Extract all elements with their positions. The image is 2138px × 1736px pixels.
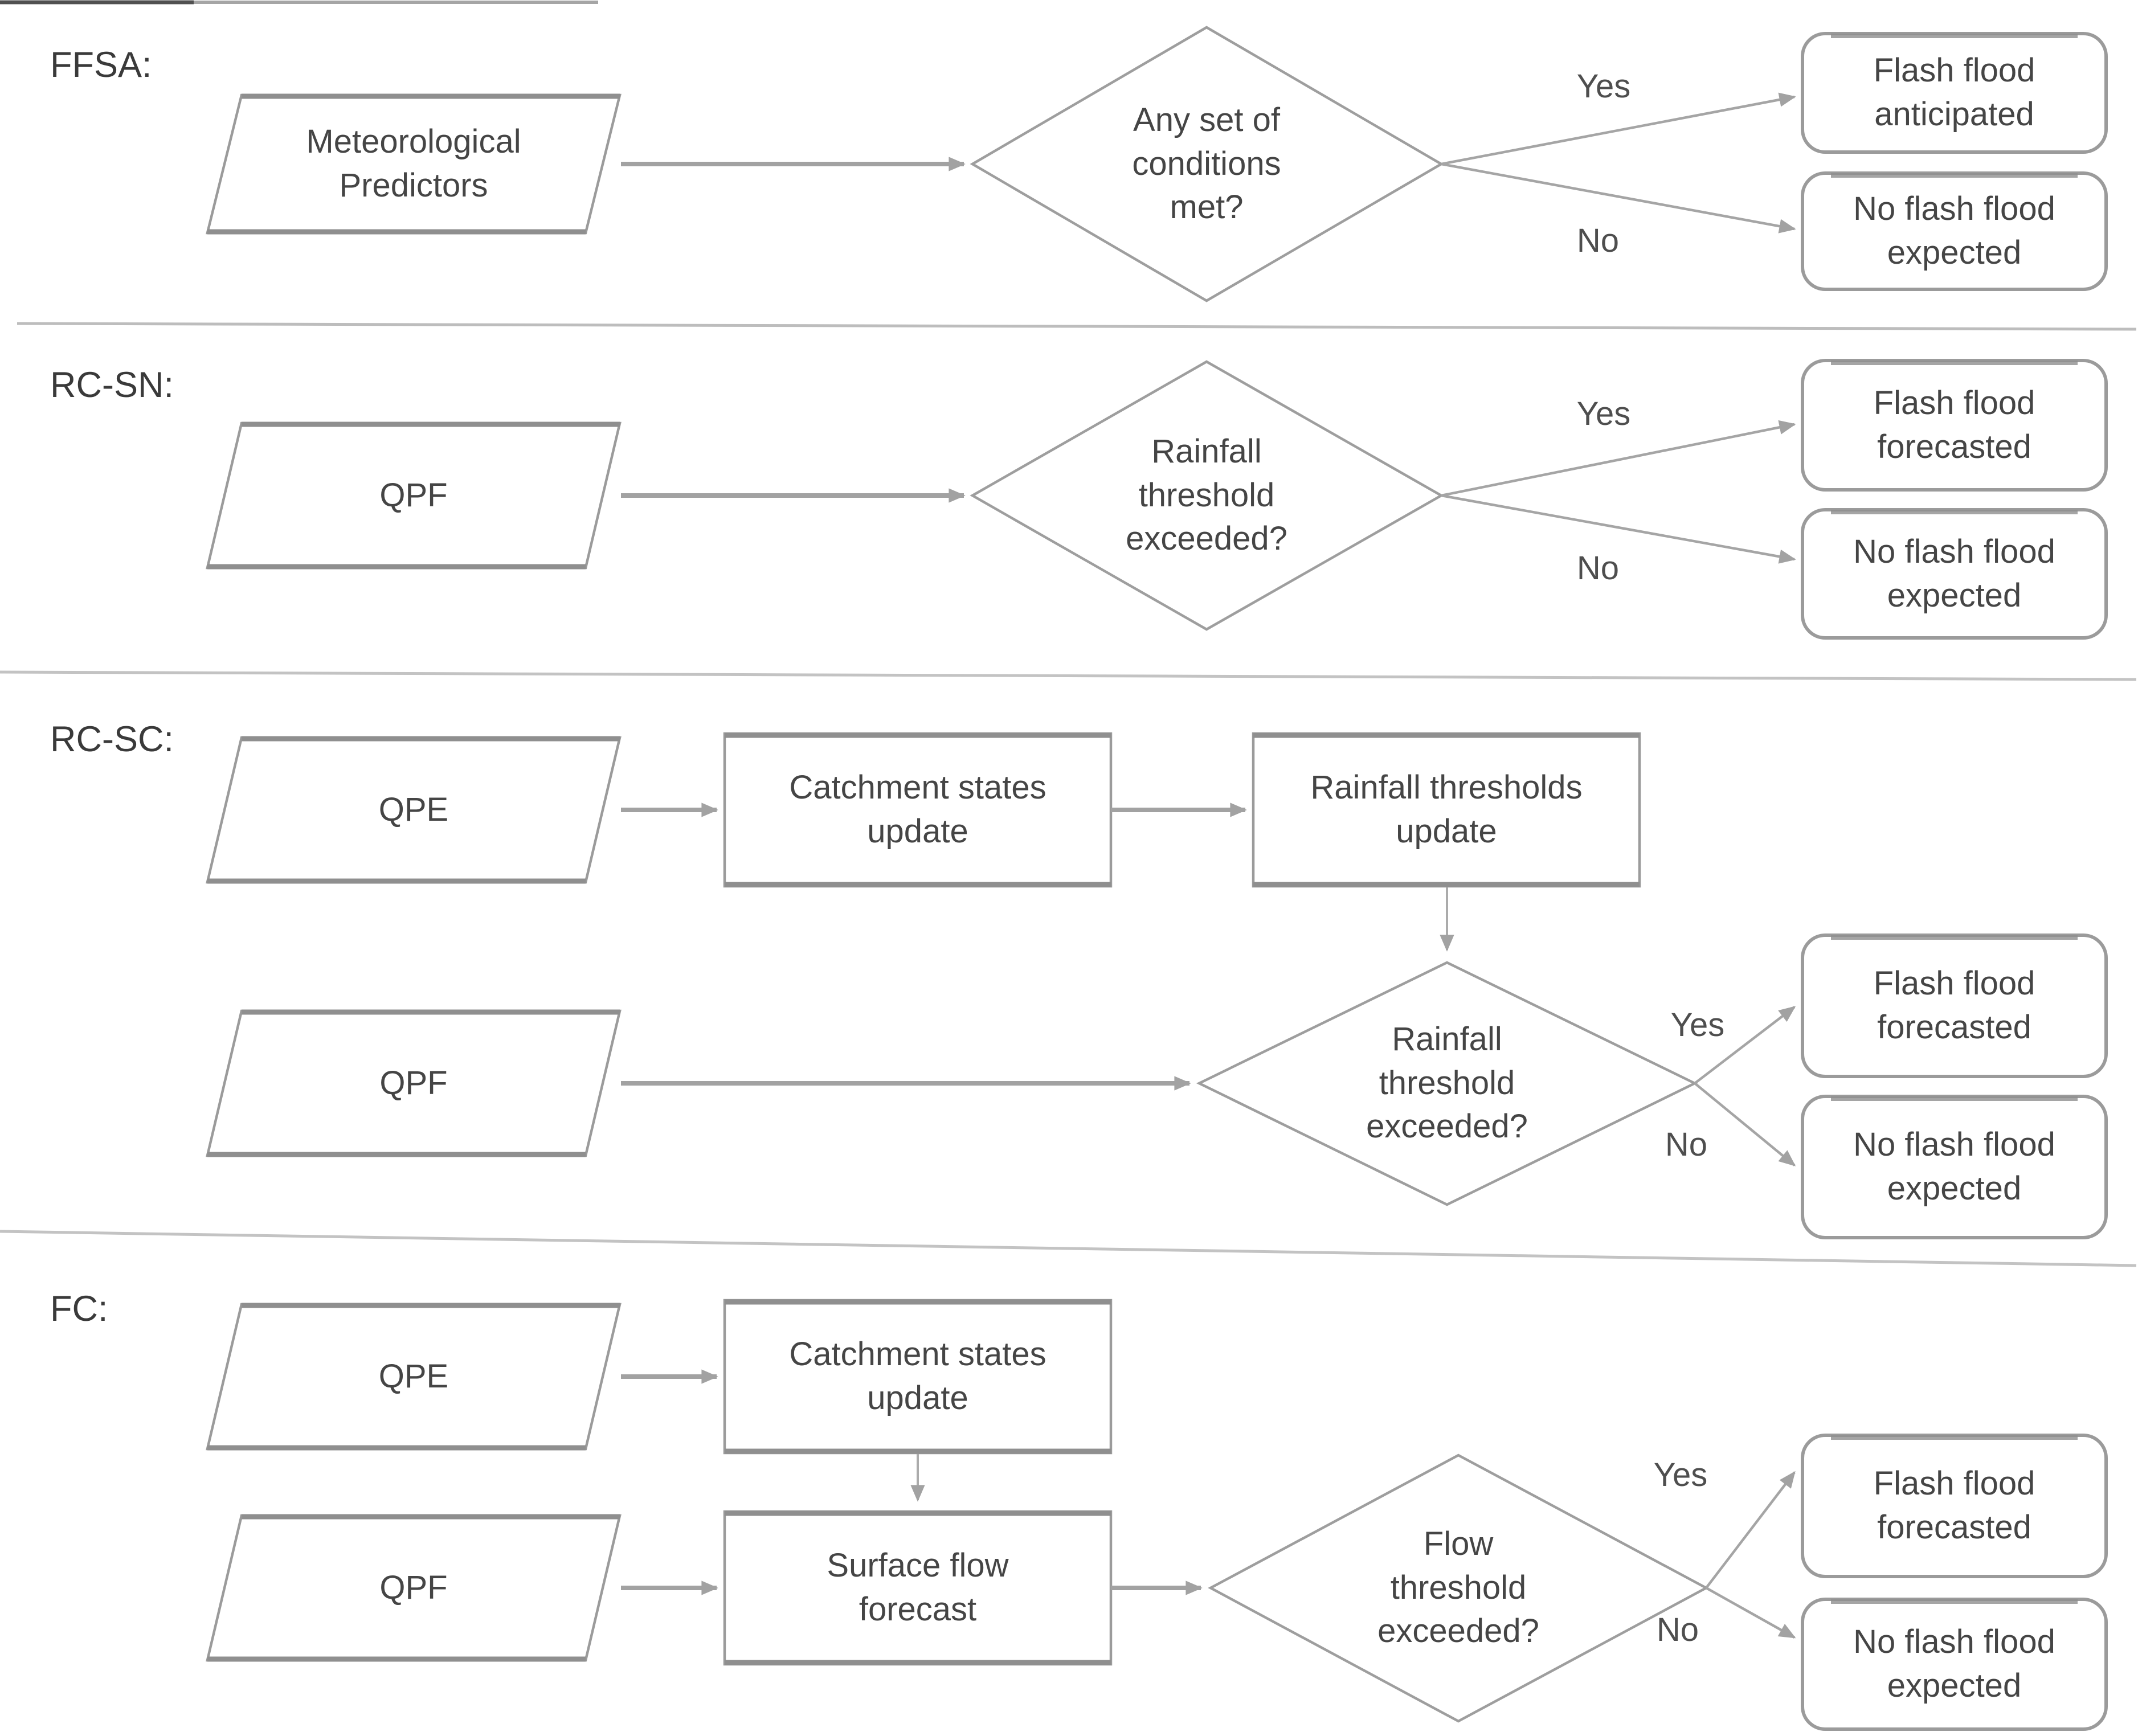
ffsa-yes-line bbox=[1441, 92, 1796, 166]
rc-sn-outcome-yes-label: Flash flood forecasted bbox=[1873, 384, 2035, 465]
rc-sc-outcome-yes-label: Flash flood forecasted bbox=[1873, 965, 2035, 1046]
rc-sn-no-line bbox=[1441, 494, 1796, 564]
separator-2 bbox=[0, 670, 2137, 681]
rc-sn-no-label: No bbox=[1576, 549, 1620, 587]
fc-yes-label: Yes bbox=[1653, 1456, 1708, 1493]
separator-1 bbox=[17, 322, 2137, 331]
rc-sc-row-label: RC-SC: bbox=[50, 719, 174, 759]
fc-yes-line bbox=[1705, 1471, 1796, 1589]
fc-no-line bbox=[1705, 1587, 1796, 1639]
rc-sc-process-1-label: Catchment states update bbox=[789, 769, 1046, 850]
rc-sc-row bbox=[206, 732, 2108, 1239]
rc-sc-process-2-label: Rainfall thresholds update bbox=[1310, 769, 1583, 850]
rc-sc-yes-line bbox=[1694, 1006, 1796, 1084]
separator-3 bbox=[0, 1230, 2137, 1267]
rc-sc-no-label: No bbox=[1665, 1125, 1708, 1163]
rc-sc-no-line bbox=[1694, 1082, 1796, 1166]
fc-outcome-yes-label: Flash flood forecasted bbox=[1873, 1465, 2035, 1546]
rc-sn-row bbox=[206, 359, 2108, 640]
rc-sn-input-label: QPF bbox=[379, 476, 448, 514]
rc-sn-decision-label: Rainfall threshold exceeded? bbox=[1126, 433, 1287, 558]
ffsa-yes-label: Yes bbox=[1576, 67, 1631, 105]
fc-input-qpe-label: QPE bbox=[378, 1357, 449, 1395]
rc-sn-row-label: RC-SN: bbox=[50, 365, 174, 405]
rc-sc-outcome-no-label: No flash flood expected bbox=[1853, 1126, 2055, 1207]
rc-sn-yes-label: Yes bbox=[1576, 395, 1631, 432]
fc-process-1-rect bbox=[723, 1299, 1113, 1455]
fc-row-label: FC: bbox=[50, 1289, 108, 1329]
fc-outcome-no-label: No flash flood expected bbox=[1853, 1623, 2055, 1704]
ffsa-input-label: Meteorological Predictors bbox=[306, 123, 521, 204]
fc-no-label: No bbox=[1656, 1611, 1699, 1648]
rc-sc-input-qpe-label: QPE bbox=[378, 791, 449, 828]
ffsa-outcome-yes-label: Flash flood anticipated bbox=[1873, 52, 2035, 133]
fc-process-2-label: Surface flow forecast bbox=[827, 1547, 1009, 1628]
ffsa-decision-label: Any set of conditions met? bbox=[1132, 101, 1281, 226]
ffsa-row-label: FFSA: bbox=[50, 45, 152, 85]
ffsa-no-label: No bbox=[1576, 222, 1620, 259]
rc-sn-outcome-no-label: No flash flood expected bbox=[1853, 533, 2055, 614]
rc-sc-input-qpf-label: QPF bbox=[379, 1064, 448, 1102]
ffsa-outcome-no-label: No flash flood expected bbox=[1853, 190, 2055, 271]
rc-sc-process-2-rect bbox=[1252, 732, 1641, 888]
fc-input-qpf-label: QPF bbox=[379, 1569, 448, 1606]
rc-sn-yes-line bbox=[1441, 420, 1796, 497]
rc-sc-yes-label: Yes bbox=[1670, 1006, 1725, 1043]
ffsa-row bbox=[206, 26, 2108, 302]
rc-sc-decision-label: Rainfall threshold exceeded? bbox=[1366, 1021, 1528, 1145]
fc-row bbox=[206, 1299, 2108, 1731]
fc-decision-label: Flow threshold exceeded? bbox=[1377, 1525, 1539, 1650]
fc-process-1-label: Catchment states update bbox=[789, 1336, 1046, 1416]
ffsa-no-line bbox=[1441, 162, 1796, 234]
